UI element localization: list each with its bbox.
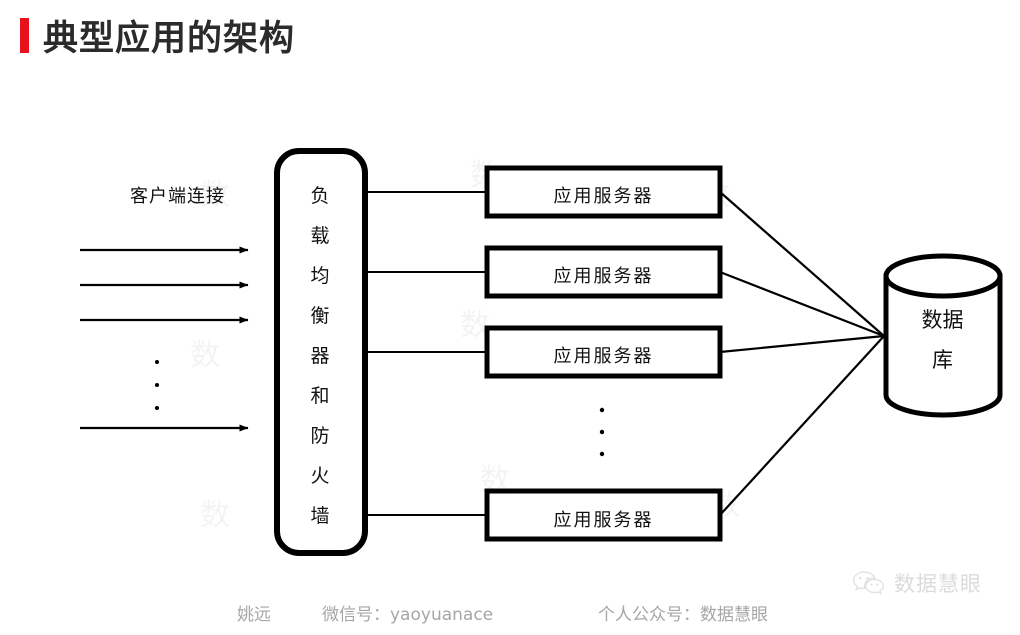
lb-char: 和	[310, 385, 330, 407]
database-label-line: 数据	[921, 308, 964, 332]
database-shape	[883, 253, 1003, 418]
client-arrows	[80, 246, 249, 432]
app-server-label: 应用服务器	[553, 266, 654, 287]
lb-char: 器	[310, 345, 330, 367]
wechat-icon	[852, 571, 885, 595]
lb-char: 负	[310, 185, 330, 207]
title-accent-bar	[20, 17, 29, 53]
app-server-label: 应用服务器	[553, 510, 654, 531]
server-to-database-connectors	[719, 191, 885, 516]
lb-char: 防	[310, 425, 330, 447]
footer-official-account: 个人公众号：数据慧眼	[598, 605, 768, 625]
lb-char: 墙	[310, 505, 330, 527]
lb-char: 均	[310, 265, 330, 287]
app-server-ellipsis-dots	[599, 407, 605, 457]
database-label: 数据 库	[885, 300, 1000, 380]
lb-to-server-connectors	[365, 191, 487, 516]
footer-wechat-id: 微信号：yaoyuanace	[322, 605, 494, 625]
page-title: 典型应用的架构	[20, 12, 296, 59]
lb-char: 火	[310, 465, 330, 487]
footer-author-name: 姚远	[237, 605, 271, 625]
app-server-label: 应用服务器	[553, 346, 654, 367]
load-balancer-label: 负 载 均 衡 器 和 防 火 墙	[281, 176, 359, 536]
client-connections-label: 客户端连接	[130, 186, 225, 207]
database-label-line: 库	[932, 348, 953, 372]
watermark: 数据慧眼	[852, 568, 982, 598]
footer: 姚远 微信号：yaoyuanace 个人公众号：数据慧眼	[0, 600, 1020, 630]
lb-char: 衡	[310, 305, 330, 327]
app-server-label: 应用服务器	[553, 186, 654, 207]
title-text: 典型应用的架构	[43, 18, 296, 59]
client-ellipsis-dots	[155, 360, 159, 410]
watermark-text: 数据慧眼	[894, 572, 982, 596]
lb-char: 载	[310, 225, 330, 247]
